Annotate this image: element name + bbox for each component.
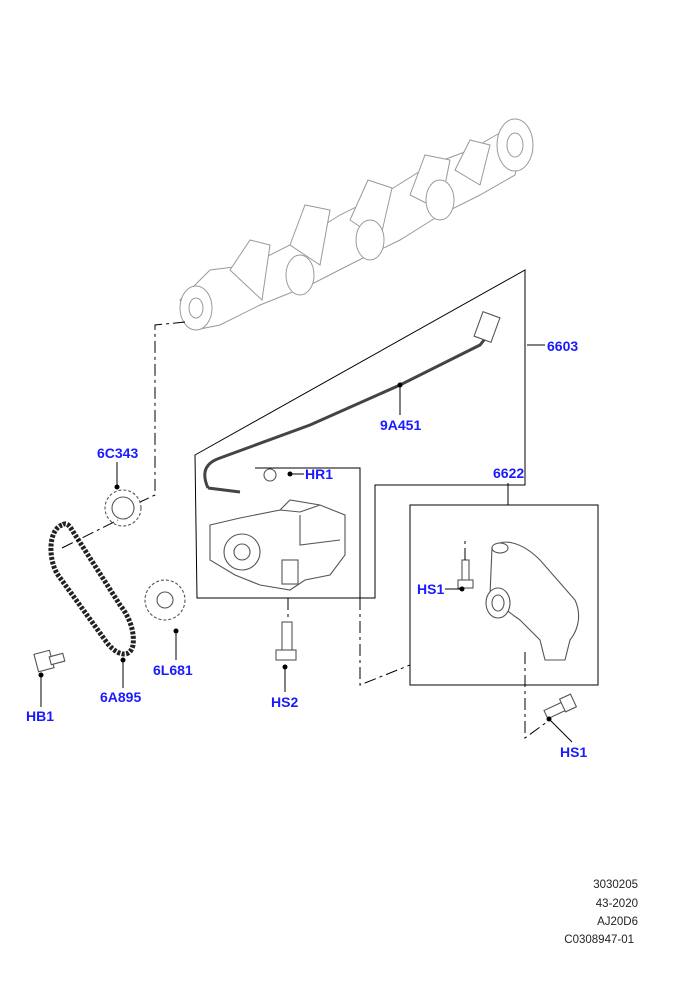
bolt-HS1-lower — [543, 693, 578, 722]
callout-6A895[interactable]: 6A895 — [100, 689, 142, 705]
callout-HS1-lower[interactable]: HS1 — [560, 744, 588, 760]
footer-line-1: 3030205 — [593, 879, 638, 891]
oil-pump-body — [209, 468, 346, 591]
callout-6603[interactable]: 6603 — [547, 338, 579, 354]
assembly-box-6622 — [409, 504, 599, 686]
callout-HB1[interactable]: HB1 — [26, 708, 55, 724]
footer-line-2: 43-2020 — [595, 898, 638, 910]
crank-centerline — [122, 321, 186, 511]
pump-subgroup-box — [255, 467, 361, 598]
crankshaft-ghost — [179, 118, 534, 331]
bolt-HS1-upper — [457, 559, 474, 592]
chain-centerline — [61, 519, 119, 549]
callout-6622[interactable]: 6622 — [493, 465, 525, 481]
bolt-HS2 — [275, 621, 297, 670]
footer-line-4: C0308947-01 — [564, 934, 634, 946]
callout-6L681[interactable]: 6L681 — [153, 662, 193, 678]
footer-line-3: AJ20D6 — [597, 916, 638, 928]
timing-chain-6A895 — [48, 521, 136, 663]
callout-HS2[interactable]: HS2 — [271, 694, 299, 710]
oil-pickup-6622 — [485, 541, 580, 661]
callout-HS1-upper[interactable]: HS1 — [417, 581, 445, 597]
sprocket-6C343 — [104, 484, 142, 527]
callout-9A451[interactable]: 9A451 — [380, 417, 422, 433]
leader-lines — [40, 344, 573, 743]
callout-6C343[interactable]: 6C343 — [97, 445, 139, 461]
dipstick-tube-9A451 — [203, 311, 501, 494]
sprocket-6L681 — [144, 579, 186, 634]
pump-to-pickup-centerline — [359, 598, 411, 686]
callout-HR1[interactable]: HR1 — [305, 466, 334, 482]
pickup-lower-centerline — [524, 652, 552, 739]
assembly-box-6603 — [194, 269, 526, 599]
bolt-HB1 — [33, 649, 66, 678]
